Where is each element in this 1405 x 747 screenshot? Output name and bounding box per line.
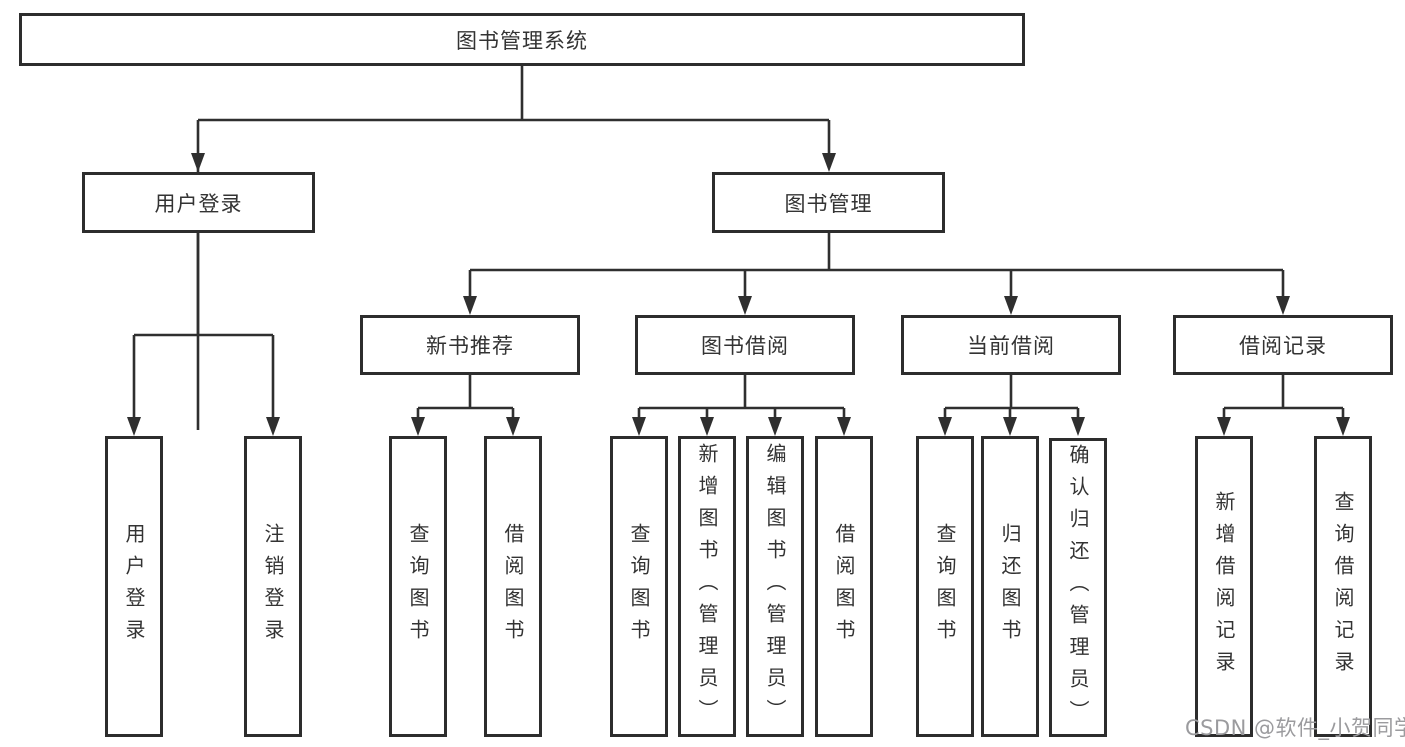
leaf-label: 查询图书 bbox=[933, 522, 957, 651]
arrow-down-icon bbox=[1217, 417, 1231, 436]
leaf-label: 编辑图书（管理员） bbox=[763, 442, 787, 731]
arrow-down-icon bbox=[191, 153, 205, 172]
arrow-down-icon bbox=[837, 417, 851, 436]
leaf-add-borrow-record: 新增借阅记录 bbox=[1195, 436, 1253, 737]
arrow-down-icon bbox=[1071, 417, 1085, 436]
arrow-down-icon bbox=[1276, 296, 1290, 315]
leaf-logout-login: 注销登录 bbox=[244, 436, 302, 737]
leaf-return-books: 归还图书 bbox=[981, 436, 1039, 737]
leaf-borrow-books-recommend: 借阅图书 bbox=[484, 436, 542, 737]
leaf-label: 新增图书（管理员） bbox=[695, 442, 719, 731]
arrow-down-icon bbox=[506, 417, 520, 436]
connector-book-borrow-to-leaves bbox=[637, 375, 846, 430]
leaf-confirm-return-admin: 确认归还（管理员） bbox=[1049, 438, 1107, 737]
connector-new-book-recommend-to-leaves bbox=[416, 375, 515, 430]
leaf-label: 查询图书 bbox=[406, 522, 430, 651]
node-current-borrow: 当前借阅 bbox=[901, 315, 1121, 375]
node-user-login: 用户登录 bbox=[82, 172, 315, 233]
leaf-borrow-books: 借阅图书 bbox=[815, 436, 873, 737]
leaf-query-books-current: 查询图书 bbox=[916, 436, 974, 737]
node-book-borrow: 图书借阅 bbox=[635, 315, 855, 375]
arrow-down-icon bbox=[266, 417, 280, 436]
leaf-add-book-admin: 新增图书（管理员） bbox=[678, 436, 736, 737]
arrow-down-icon bbox=[463, 296, 477, 315]
leaf-label: 注销登录 bbox=[261, 522, 285, 651]
leaf-label: 新增借阅记录 bbox=[1212, 490, 1236, 683]
leaf-label: 借阅图书 bbox=[501, 522, 525, 651]
connector-root-to-level2 bbox=[196, 66, 831, 430]
arrow-down-icon bbox=[1003, 417, 1017, 436]
connector-borrow-records-to-leaves bbox=[1222, 375, 1345, 430]
leaf-query-borrow-record: 查询借阅记录 bbox=[1314, 436, 1372, 737]
node-borrow-records: 借阅记录 bbox=[1173, 315, 1393, 375]
node-book-management: 图书管理 bbox=[712, 172, 945, 233]
leaf-label: 借阅图书 bbox=[832, 522, 856, 651]
node-new-book-recommend: 新书推荐 bbox=[360, 315, 580, 375]
leaf-query-books-borrow: 查询图书 bbox=[610, 436, 668, 737]
arrow-down-icon bbox=[768, 417, 782, 436]
arrow-down-icon bbox=[411, 417, 425, 436]
arrow-down-icon bbox=[127, 417, 141, 436]
arrow-down-icon bbox=[938, 417, 952, 436]
arrow-down-icon bbox=[1004, 296, 1018, 315]
leaf-edit-book-admin: 编辑图书（管理员） bbox=[746, 436, 804, 737]
arrow-down-icon bbox=[632, 417, 646, 436]
connector-user-login-to-leaves bbox=[132, 233, 275, 430]
connector-book-management-to-level3 bbox=[468, 233, 1285, 309]
arrow-down-icon bbox=[1336, 417, 1350, 436]
leaf-label: 查询图书 bbox=[627, 522, 651, 651]
node-root-library-system: 图书管理系统 bbox=[19, 13, 1025, 66]
arrowheads bbox=[127, 153, 1350, 436]
csdn-watermark: CSDN @软件_小贺同学 bbox=[1185, 716, 1405, 740]
arrow-down-icon bbox=[738, 296, 752, 315]
leaf-query-books-recommend: 查询图书 bbox=[389, 436, 447, 737]
leaf-user-login: 用户登录 bbox=[105, 436, 163, 737]
leaf-label: 用户登录 bbox=[122, 522, 146, 651]
leaf-label: 确认归还（管理员） bbox=[1066, 443, 1090, 732]
arrow-down-icon bbox=[822, 153, 836, 172]
arrow-down-icon bbox=[700, 417, 714, 436]
leaf-label: 查询借阅记录 bbox=[1331, 490, 1355, 683]
leaf-label: 归还图书 bbox=[998, 522, 1022, 651]
